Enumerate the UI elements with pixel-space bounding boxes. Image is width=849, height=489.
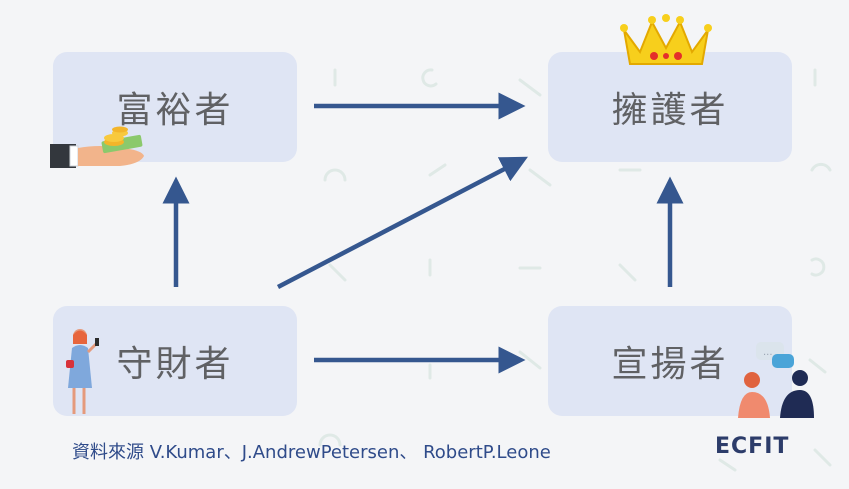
advocate-customer-box: 擁護者 [548,52,792,162]
saver-customer-label: 守財者 [116,344,234,385]
money-hand-icon [50,126,144,168]
source-citation: 資料來源 V.Kumar、J.AndrewPetersen、 RobertP.L… [72,442,551,463]
wealthy-customer-box: 富裕者 [53,52,297,162]
woman-phone-icon [66,329,99,414]
brand-logo: ECFIT [715,434,790,459]
svg-text:...: ... [763,347,773,358]
chat-people-icon: ... [738,342,814,418]
wealthy-customer-label: 富裕者 [116,90,234,131]
crown-icon [620,14,712,65]
saver-customer-box: 守財者 [53,306,297,416]
advocate-customer-label: 擁護者 [611,90,729,131]
arrow-saver-to-advocate [276,156,528,289]
promoter-customer-label: 宣揚者 [611,344,729,385]
